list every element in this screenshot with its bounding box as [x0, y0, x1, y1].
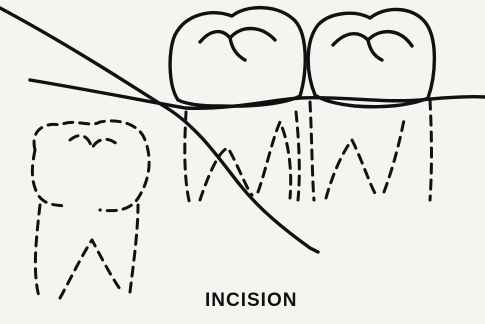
incision-caption: INCISION [205, 290, 297, 312]
impacted-tooth-crown [34, 121, 149, 211]
erupted-molar-left-roots [185, 112, 300, 205]
impacted-tooth-cusp [70, 136, 118, 148]
erupted-molar-left-crown [170, 8, 305, 107]
erupted-molar-right-crown [308, 9, 434, 106]
erupted-molar-left-cusp [200, 29, 275, 61]
impacted-tooth-crown-side [32, 150, 65, 206]
erupted-molar-right-cusp [333, 32, 412, 60]
impacted-tooth-roots [35, 205, 138, 300]
incision-line [0, 8, 318, 252]
erupted-molar-right-roots [310, 100, 432, 200]
